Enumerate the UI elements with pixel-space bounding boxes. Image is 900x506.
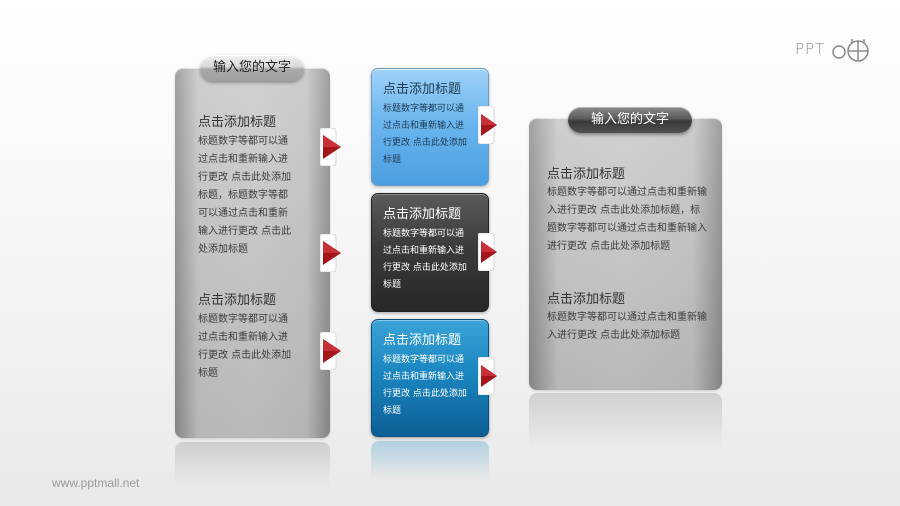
middle-box-2: 点击添加标题 标题数字等都可以通 过点击和重新输入进 行更改 点击此处添加 标题	[371, 193, 489, 312]
text-line: 过点击和重新输入进	[198, 332, 288, 343]
text-line: 行更改 点击此处添加	[383, 263, 467, 273]
right-section-1-title: 点击添加标题	[547, 167, 626, 182]
text-line: 题数字等都可以通过点击和重新输入	[547, 223, 707, 234]
text-line: 标题数字等都可以通过点击和重新输	[547, 187, 707, 198]
left-section-2-title: 点击添加标题	[198, 293, 277, 308]
right-section-2: 点击添加标题 标题数字等都可以通过点击和重新输 入进行更改 点击此处添加标题	[547, 288, 719, 345]
right-section-1-body: 标题数字等都可以通过点击和重新输 入进行更改 点击此处添加标题，标 题数字等都可…	[547, 184, 719, 256]
text-line: 处添加标题	[198, 244, 248, 255]
left-panel-title-pill: 输入您的文字	[200, 55, 304, 81]
right-panel-title-pill: 输入您的文字	[568, 107, 692, 133]
text-line: 标题数字等都可以通	[383, 229, 465, 239]
right-section-2-body: 标题数字等都可以通过点击和重新输 入进行更改 点击此处添加标题	[547, 309, 719, 345]
text-line: 可以通过点击和重新	[198, 208, 288, 219]
text-line: 过点击和重新输入进	[383, 372, 465, 382]
text-line: 标题	[383, 280, 402, 290]
text-line: 进行更改 点击此处添加标题	[547, 241, 671, 252]
right-panel	[529, 118, 722, 390]
middle-box-3: 点击添加标题 标题数字等都可以通 过点击和重新输入进 行更改 点击此处添加 标题	[371, 319, 489, 437]
pptmall-logo-icon	[832, 39, 869, 62]
left-section-1: 点击添加标题 标题数字等都可以通 过点击和重新输入进 行更改 点击此处添加 标题…	[198, 111, 323, 259]
middle-box-3-title: 点击添加标题	[383, 333, 462, 348]
arrow-right-icon	[320, 128, 341, 166]
text-line: 行更改 点击此处添加	[383, 138, 467, 148]
right-panel-reflection	[529, 393, 722, 473]
text-line: 标题	[383, 406, 402, 416]
text-line: 标题数字等都可以通	[198, 136, 288, 147]
left-section-1-body: 标题数字等都可以通 过点击和重新输入进 行更改 点击此处添加 标题，标题数字等都…	[198, 133, 323, 259]
text-line: 标题	[198, 368, 218, 379]
text-line: 标题数字等都可以通过点击和重新输	[547, 312, 707, 323]
text-line: 过点击和重新输入进	[383, 121, 465, 131]
right-section-2-title: 点击添加标题	[547, 292, 626, 307]
arrow-right-icon	[478, 106, 497, 144]
middle-box-3-body: 标题数字等都可以通 过点击和重新输入进 行更改 点击此处添加 标题	[383, 352, 478, 420]
middle-box-1-body: 标题数字等都可以通 过点击和重新输入进 行更改 点击此处添加 标题	[383, 101, 478, 169]
middle-box-2-body: 标题数字等都可以通 过点击和重新输入进 行更改 点击此处添加 标题	[383, 226, 478, 294]
text-line: 标题数字等都可以通	[198, 314, 288, 325]
text-line: 标题数字等都可以通	[383, 355, 465, 365]
logo-text: PPT	[795, 40, 826, 58]
text-line: 标题数字等都可以通	[383, 104, 465, 114]
arrow-right-icon	[478, 233, 497, 271]
middle-box-1-title: 点击添加标题	[383, 82, 462, 97]
text-line: 行更改 点击此处添加	[198, 172, 292, 183]
left-panel-reflection	[175, 442, 330, 506]
text-line: 入进行更改 点击此处添加标题，标	[547, 205, 701, 216]
text-line: 输入进行更改 点击此	[198, 226, 292, 237]
left-panel	[175, 68, 330, 438]
text-line: 行更改 点击此处添加	[383, 389, 467, 399]
arrow-right-icon	[478, 357, 497, 395]
right-section-1: 点击添加标题 标题数字等都可以通过点击和重新输 入进行更改 点击此处添加标题，标…	[547, 163, 719, 256]
text-line: 标题，标题数字等都	[198, 190, 288, 201]
middle-box-3-reflection	[371, 441, 489, 491]
left-section-2-body: 标题数字等都可以通 过点击和重新输入进 行更改 点击此处添加 标题	[198, 311, 323, 383]
arrow-right-icon	[320, 332, 341, 370]
left-section-1-title: 点击添加标题	[198, 115, 277, 130]
middle-box-2-title: 点击添加标题	[383, 207, 462, 222]
left-section-2: 点击添加标题 标题数字等都可以通 过点击和重新输入进 行更改 点击此处添加 标题	[198, 289, 323, 383]
text-line: 过点击和重新输入进	[198, 154, 288, 165]
text-line: 入进行更改 点击此处添加标题	[547, 330, 681, 341]
text-line: 过点击和重新输入进	[383, 246, 465, 256]
logo: PPT	[795, 36, 875, 64]
text-line: 标题	[383, 155, 402, 165]
arrow-right-icon	[320, 234, 341, 272]
footer-url: www.pptmall.net	[52, 476, 140, 490]
text-line: 行更改 点击此处添加	[198, 350, 292, 361]
middle-box-1: 点击添加标题 标题数字等都可以通 过点击和重新输入进 行更改 点击此处添加 标题	[371, 68, 489, 186]
